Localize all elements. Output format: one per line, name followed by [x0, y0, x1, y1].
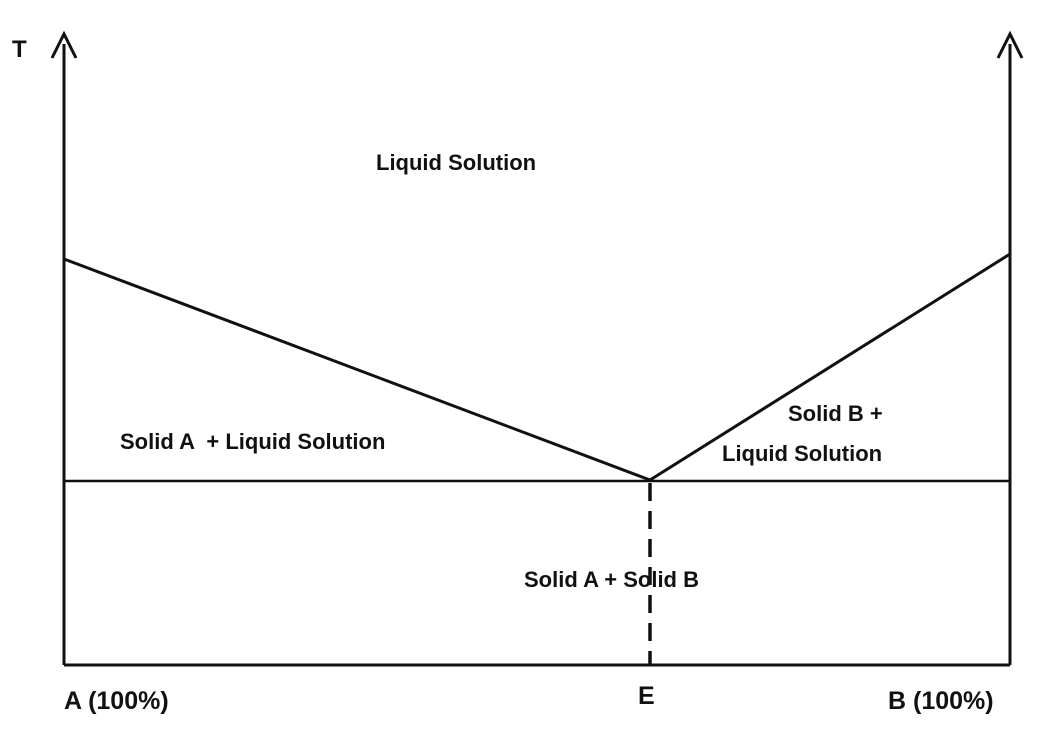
region-solid-b-liquid-line1: Solid B +	[788, 401, 883, 426]
region-solid-b-liquid-line2: Liquid Solution	[722, 441, 882, 466]
liquidus-line-b	[648, 252, 1012, 482]
composition-b-label: B (100%)	[888, 687, 994, 715]
region-solid-a-solid-b: Solid A + Solid B	[524, 567, 699, 592]
region-liquid-solution: Liquid Solution	[376, 150, 536, 175]
temperature-axis-label: T	[12, 36, 27, 63]
right-temperature-axis	[996, 30, 1024, 665]
liquidus-line-a	[62, 257, 652, 482]
eutectic-point-label: E	[638, 682, 655, 710]
composition-a-label: A (100%)	[64, 687, 169, 715]
left-temperature-axis	[50, 30, 78, 665]
region-solid-a-liquid: Solid A + Liquid Solution	[120, 429, 385, 454]
